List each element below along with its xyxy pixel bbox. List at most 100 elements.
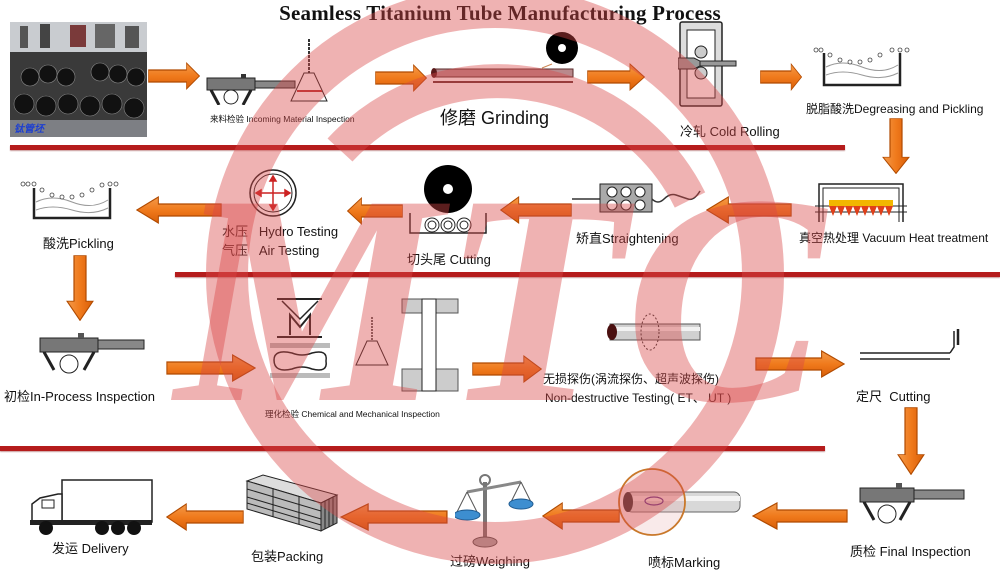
label-zh: 质检 [850,544,877,559]
label-en: Packing [277,549,324,564]
grinding-wheel-icon [431,32,578,83]
flow-arrow-right [760,63,802,91]
flow-arrow-left [706,196,792,224]
label-en: Final Inspection [879,544,971,559]
label-en: Incoming Material Inspection [246,114,355,124]
label-zh: 理化检验 [265,409,300,419]
flow-arrow-right [375,64,427,92]
label-zh: 发运 [52,541,79,556]
step-label: 无损探伤(涡流探伤、超声波探伤) Non-destructive Testing… [543,370,731,408]
caliper-icon [39,333,145,374]
diagram-title: Seamless Titanium Tube Manufacturing Pro… [279,1,721,25]
step-label: 过磅Weighing [450,551,530,570]
step-label: 初检In-Process Inspection [4,386,155,405]
step-label: 发运 Delivery [52,538,129,557]
step-in-process-inspection [38,328,148,376]
label-zh: 切头尾 [407,252,447,267]
row-divider-1 [10,145,845,150]
straightener-icon [572,183,701,213]
step-label: 酸洗Pickling [43,233,114,252]
step-packing [245,473,340,535]
step-weighing [455,470,535,550]
label-zh: 矫直 [576,231,603,246]
step-label: 来料检验 Incoming Material Inspection [210,113,355,125]
ndt-tube-icon [607,313,701,351]
flow-arrow-left [166,503,244,531]
step-cut-to-length [858,325,968,365]
step-cutting-ends [408,165,488,240]
photo-caption: 钛管坯 [14,124,44,135]
label-en: Vacuum Heat treatment [862,231,989,245]
flow-arrow-right [148,62,200,90]
label-en: Non-destructive Testing( ET、 UT ) [545,391,732,405]
label-en: Chemical and Mechanical Inspection [301,409,440,419]
tube-stock-photo: 钛管坯 [10,22,147,137]
label-en: Pickling [69,236,114,251]
step-label: 喷标Marking [648,552,720,571]
label-en: Weighing [476,554,530,569]
label-en: Cutting [889,389,931,404]
row-divider-3 [0,446,825,451]
bundle-crate-icon [245,474,339,532]
balance-scale-icon [455,474,534,548]
flow-arrow-left [340,503,448,531]
flow-arrow-right [587,63,645,91]
step-vacuum-heat-treatment [815,180,910,225]
flow-arrow-left [542,502,620,530]
lab-test-icon [270,298,459,392]
flow-arrow-left [347,197,403,225]
label-en-2: Air Testing [258,243,320,258]
step-straightening [570,182,705,214]
label-zh: 定尺 [856,389,883,404]
flow-arrow-down [882,118,910,174]
label-en: Degreasing and Pickling [854,102,984,116]
step-grinding [430,30,580,90]
label-zh: 水压 [222,224,249,239]
label-zh: 喷标 [648,555,675,570]
label-en: Grinding [481,108,550,128]
step-chemical-mechanical-inspection [262,295,462,400]
flow-arrow-left [136,196,222,224]
flow-arrow-right [472,355,542,383]
step-final-inspection [858,478,968,526]
label-zh: 初检 [4,389,31,404]
saw-blade-icon [409,165,487,234]
step-label: 定尺 Cutting [856,386,930,405]
step-label: 理化检验 Chemical and Mechanical Inspection [265,408,440,420]
step-pickling [20,180,120,222]
label-en: Marking [674,555,721,570]
caliper-icon [859,483,965,524]
step-label: 矫直Straightening [576,228,679,247]
step-degreasing-pickling [812,45,912,90]
truck-icon [30,479,153,535]
step-incoming-inspection [205,35,355,105]
label-en: In-Process Inspection [30,389,156,404]
label-en: Cutting [449,252,491,267]
label-zh: 来料检验 [210,114,245,124]
label-zh: 包装 [251,549,278,564]
cut-to-length-icon [860,329,960,360]
step-label: 脱脂酸洗Degreasing and Pickling [806,100,983,117]
step-label: 质检 Final Inspection [850,541,971,560]
label-en: Hydro Testing [258,224,339,239]
rolling-mill-icon [678,21,737,107]
step-label: 修磨 Grinding [440,104,549,130]
caliper-flask-icon [206,39,328,105]
step-cold-rolling [678,20,738,110]
furnace-icon [815,183,907,222]
label-zh: 脱脂酸洗 [806,102,855,116]
step-hydro-air-testing [248,168,298,218]
row-divider-2 [175,272,1000,277]
label-zh: 过磅 [450,554,477,569]
label-zh: 修磨 [440,108,476,128]
flow-arrow-left [500,196,572,224]
flow-arrow-down [66,255,94,321]
label-en: Straightening [602,231,679,246]
pickling-tank-icon [20,181,119,220]
flow-arrow-down [897,407,925,475]
step-marking [618,468,748,540]
step-label: 水压 Hydro Testing 气压 Air Testing [222,222,338,260]
flow-arrow-right [166,354,256,382]
label-zh: 真空热处理 [799,231,860,245]
step-non-destructive-testing [604,312,704,357]
